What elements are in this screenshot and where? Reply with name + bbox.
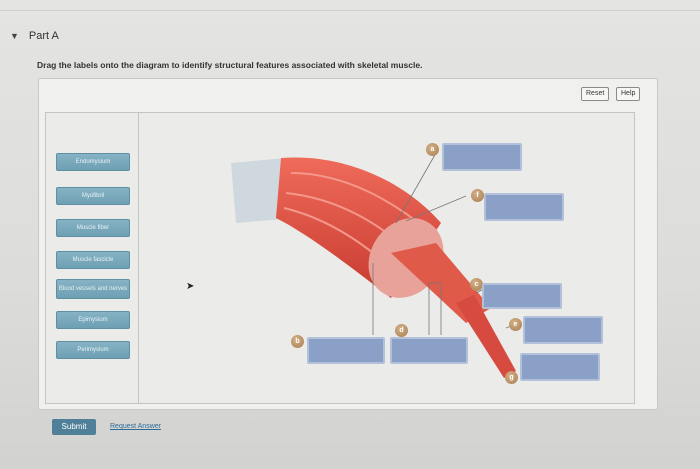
mouse-cursor-icon: ➤ [186,281,194,292]
marker-f: f [471,189,484,202]
marker-d: d [395,324,408,337]
instructions: Drag the labels onto the diagram to iden… [37,60,422,70]
drop-target-e[interactable] [523,316,603,344]
reset-button[interactable]: Reset [581,87,609,101]
drop-target-g[interactable] [520,353,600,381]
top-divider [0,10,700,11]
drop-target-b[interactable] [307,337,385,364]
marker-b: b [291,335,304,348]
drop-target-a[interactable] [442,143,522,171]
part-title: Part A [29,30,59,42]
part-header[interactable]: ▼ Part A [10,30,59,42]
submit-button[interactable]: Submit [52,419,96,435]
drop-target-f[interactable] [484,193,564,221]
marker-e: e [509,318,522,331]
request-answer-link[interactable]: Request Answer [110,423,161,430]
marker-g: g [505,371,518,384]
drop-target-d[interactable] [390,337,468,364]
caret-down-icon[interactable]: ▼ [10,31,19,41]
marker-a: a [426,143,439,156]
help-button[interactable]: Help [616,87,640,101]
drop-target-c[interactable] [482,283,562,309]
drag-drop-canvas: Endomysium Myofibril Muscle fiber Muscle… [45,112,635,404]
